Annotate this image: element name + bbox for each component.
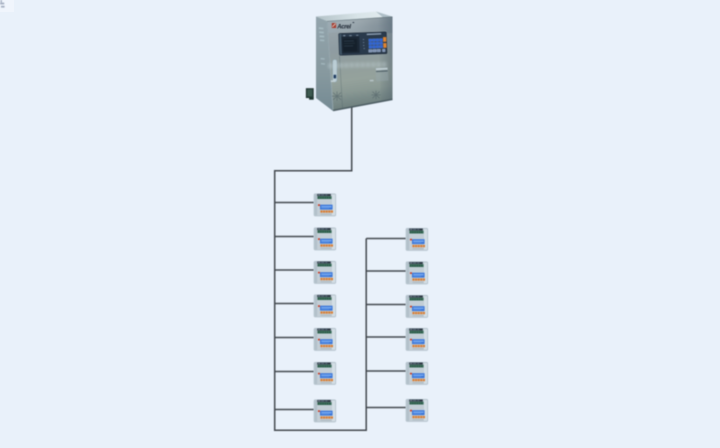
svg-text:Acrel: Acrel [336,24,351,30]
